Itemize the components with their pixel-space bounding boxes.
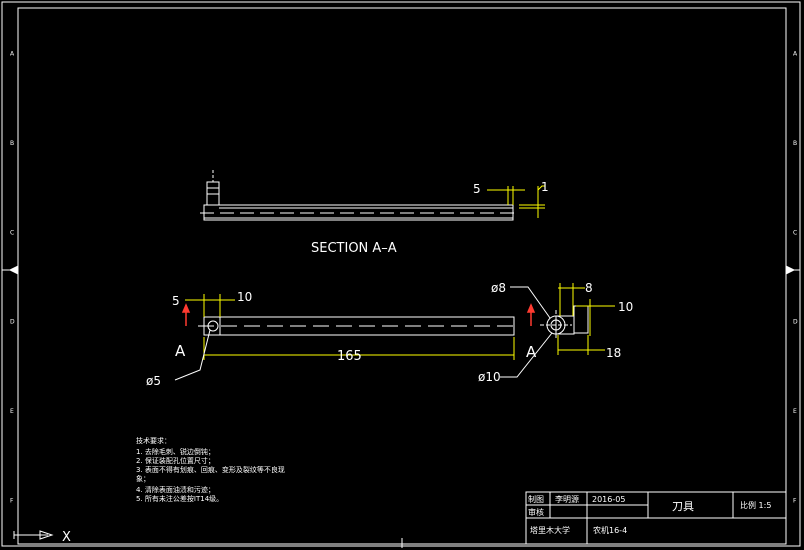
front-leaders <box>174 329 211 381</box>
section-title: SECTION A–A <box>311 241 397 256</box>
border-letter-left-b: B <box>10 140 14 147</box>
end-dim-8-label: 8 <box>585 281 593 295</box>
tb-scale: 比例 1:5 <box>740 500 771 510</box>
note-line-3: 3. 表面不得有划痕、回痕、变形及裂纹等不良现 <box>136 465 285 474</box>
border-letter-left-e: E <box>10 408 14 415</box>
end-dia-10-label: ø10 <box>478 370 501 384</box>
dia-8-leader <box>510 286 551 319</box>
front-dim-10-label: 10 <box>237 290 252 304</box>
dia-10-leader <box>500 332 553 378</box>
border-letter-right-e: E <box>793 408 797 415</box>
note-line-1: 1. 去除毛刺、锐边倒钝； <box>136 447 215 456</box>
border-letter-left-c: C <box>10 229 14 236</box>
front-dimensions <box>185 294 515 360</box>
dia-5-leader <box>174 329 211 381</box>
tb-school: 塔里木大学 <box>530 525 570 535</box>
note-line-3b: 象； <box>136 474 150 483</box>
note-line-2: 2. 保证装配孔位置尺寸； <box>136 456 215 465</box>
notes-heading: 技术要求： <box>136 436 171 445</box>
centering-marks <box>2 265 800 548</box>
tb-checked-label: 审核 <box>528 507 544 517</box>
border-letter-right-c: C <box>793 229 797 236</box>
end-dim-10-label: 10 <box>618 300 633 314</box>
hole-dia-5 <box>207 320 219 332</box>
border-letter-left-d: D <box>10 319 15 326</box>
end-dia-8-label: ø8 <box>491 281 506 295</box>
section-mark-left: A <box>175 342 186 360</box>
border-row-letters: A A B B C C D D E E F F <box>10 51 798 505</box>
end-dimensions <box>557 283 615 355</box>
section-view <box>200 170 520 221</box>
front-dim-165-label: 165 <box>337 349 362 364</box>
section-dimensions <box>487 185 545 218</box>
tb-date: 2016-05 <box>592 495 625 504</box>
border-letter-right-d: D <box>793 319 798 326</box>
tb-drawn-label: 制图 <box>528 494 544 504</box>
note-line-4: 4. 清除表面油渍和污迹； <box>136 485 215 494</box>
technical-notes: 技术要求： 1. 去除毛刺、锐边倒钝； 2. 保证装配孔位置尺寸； 3. 表面不… <box>136 436 285 503</box>
note-line-5: 5. 所有未注公差按IT14级。 <box>136 494 223 503</box>
end-leaders <box>500 286 553 378</box>
section-dim-1-label: 1 <box>541 180 549 194</box>
border-letter-left-a: A <box>10 51 15 58</box>
border-letter-right-f: F <box>793 497 797 504</box>
section-mark-right: A <box>526 343 537 361</box>
section-cut-markers <box>181 303 536 326</box>
front-dia-5-label: ø5 <box>146 374 161 388</box>
end-dim-18-label: 18 <box>606 346 621 360</box>
front-dim-5-label: 5 <box>172 294 180 308</box>
border-letter-right-b: B <box>793 140 797 147</box>
title-block <box>525 491 787 545</box>
border-letter-right-a: A <box>793 51 798 58</box>
ucs-icon <box>13 530 54 540</box>
ucs-x-label: X <box>62 530 71 545</box>
tb-part-name: 刀具 <box>672 500 694 513</box>
tb-drawn-by: 李明源 <box>555 494 579 504</box>
section-dim-5-label: 5 <box>473 182 481 196</box>
front-view <box>198 316 520 336</box>
tb-class: 农机16-4 <box>593 525 627 535</box>
border-letter-left-f: F <box>10 497 14 504</box>
